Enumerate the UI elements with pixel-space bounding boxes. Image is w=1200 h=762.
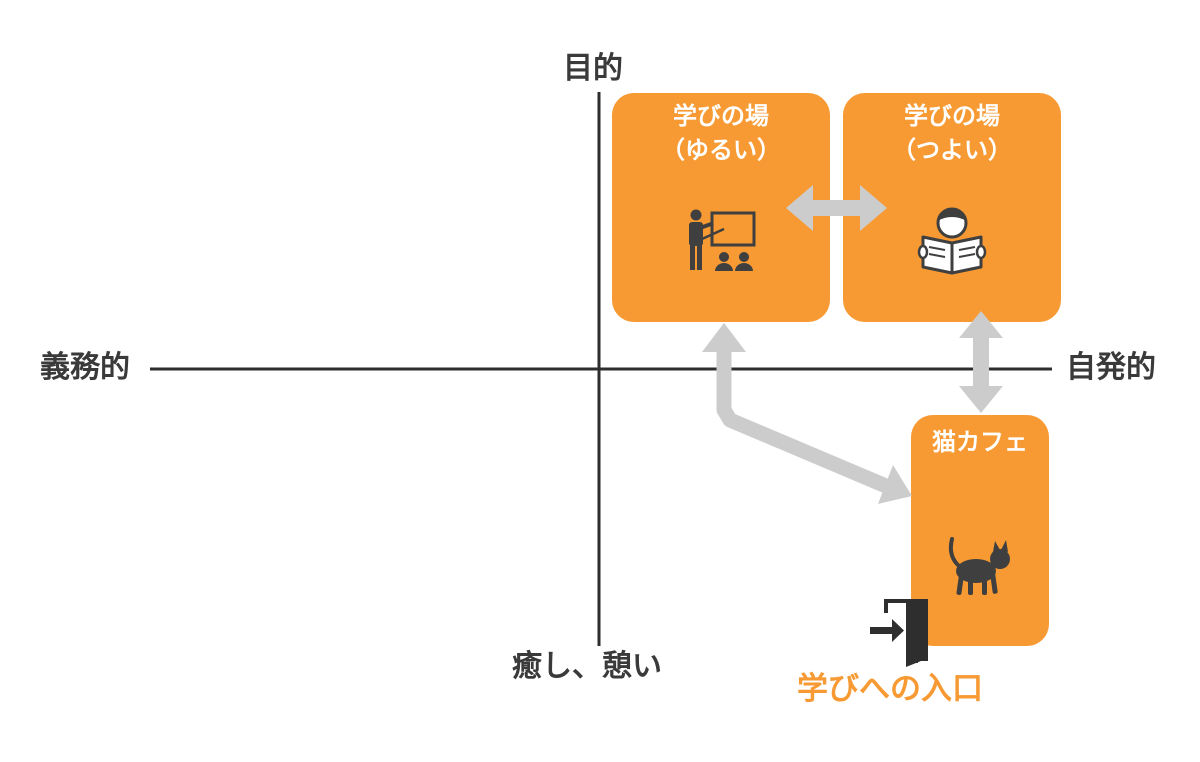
box-learning-loose-line2: （ゆるい） — [661, 136, 781, 164]
person-reading-icon — [917, 207, 987, 275]
box-cat-cafe-line1: 猫カフェ — [932, 428, 1028, 456]
arrow-loose-strong — [786, 185, 887, 231]
box-cat-cafe-title: 猫カフェ — [911, 425, 1049, 459]
door-entry-icon — [870, 599, 928, 667]
axis-label-right: 自発的 — [1066, 350, 1156, 385]
axis-label-top: 目的 — [563, 51, 623, 86]
axis-label-bottom: 癒し、憩い — [512, 649, 662, 684]
box-learning-loose-line1: 学びの場 — [673, 102, 769, 130]
cat-icon — [948, 537, 1010, 595]
arrow-cat-loose — [702, 323, 912, 504]
box-learning-strong-line2: （つよい） — [892, 136, 1012, 164]
entry-label: 学びへの入口 — [797, 671, 983, 707]
box-learning-strong-line1: 学びの場 — [904, 102, 1000, 130]
box-cat-cafe: 猫カフェ — [911, 415, 1049, 646]
teacher-presentation-icon — [689, 209, 756, 271]
axis-label-left: 義務的 — [40, 350, 130, 385]
box-learning-strong-title: 学びの場 （つよい） — [843, 99, 1061, 167]
box-learning-loose-title: 学びの場 （ゆるい） — [612, 99, 830, 167]
arrow-strong-cat — [959, 311, 1003, 413]
